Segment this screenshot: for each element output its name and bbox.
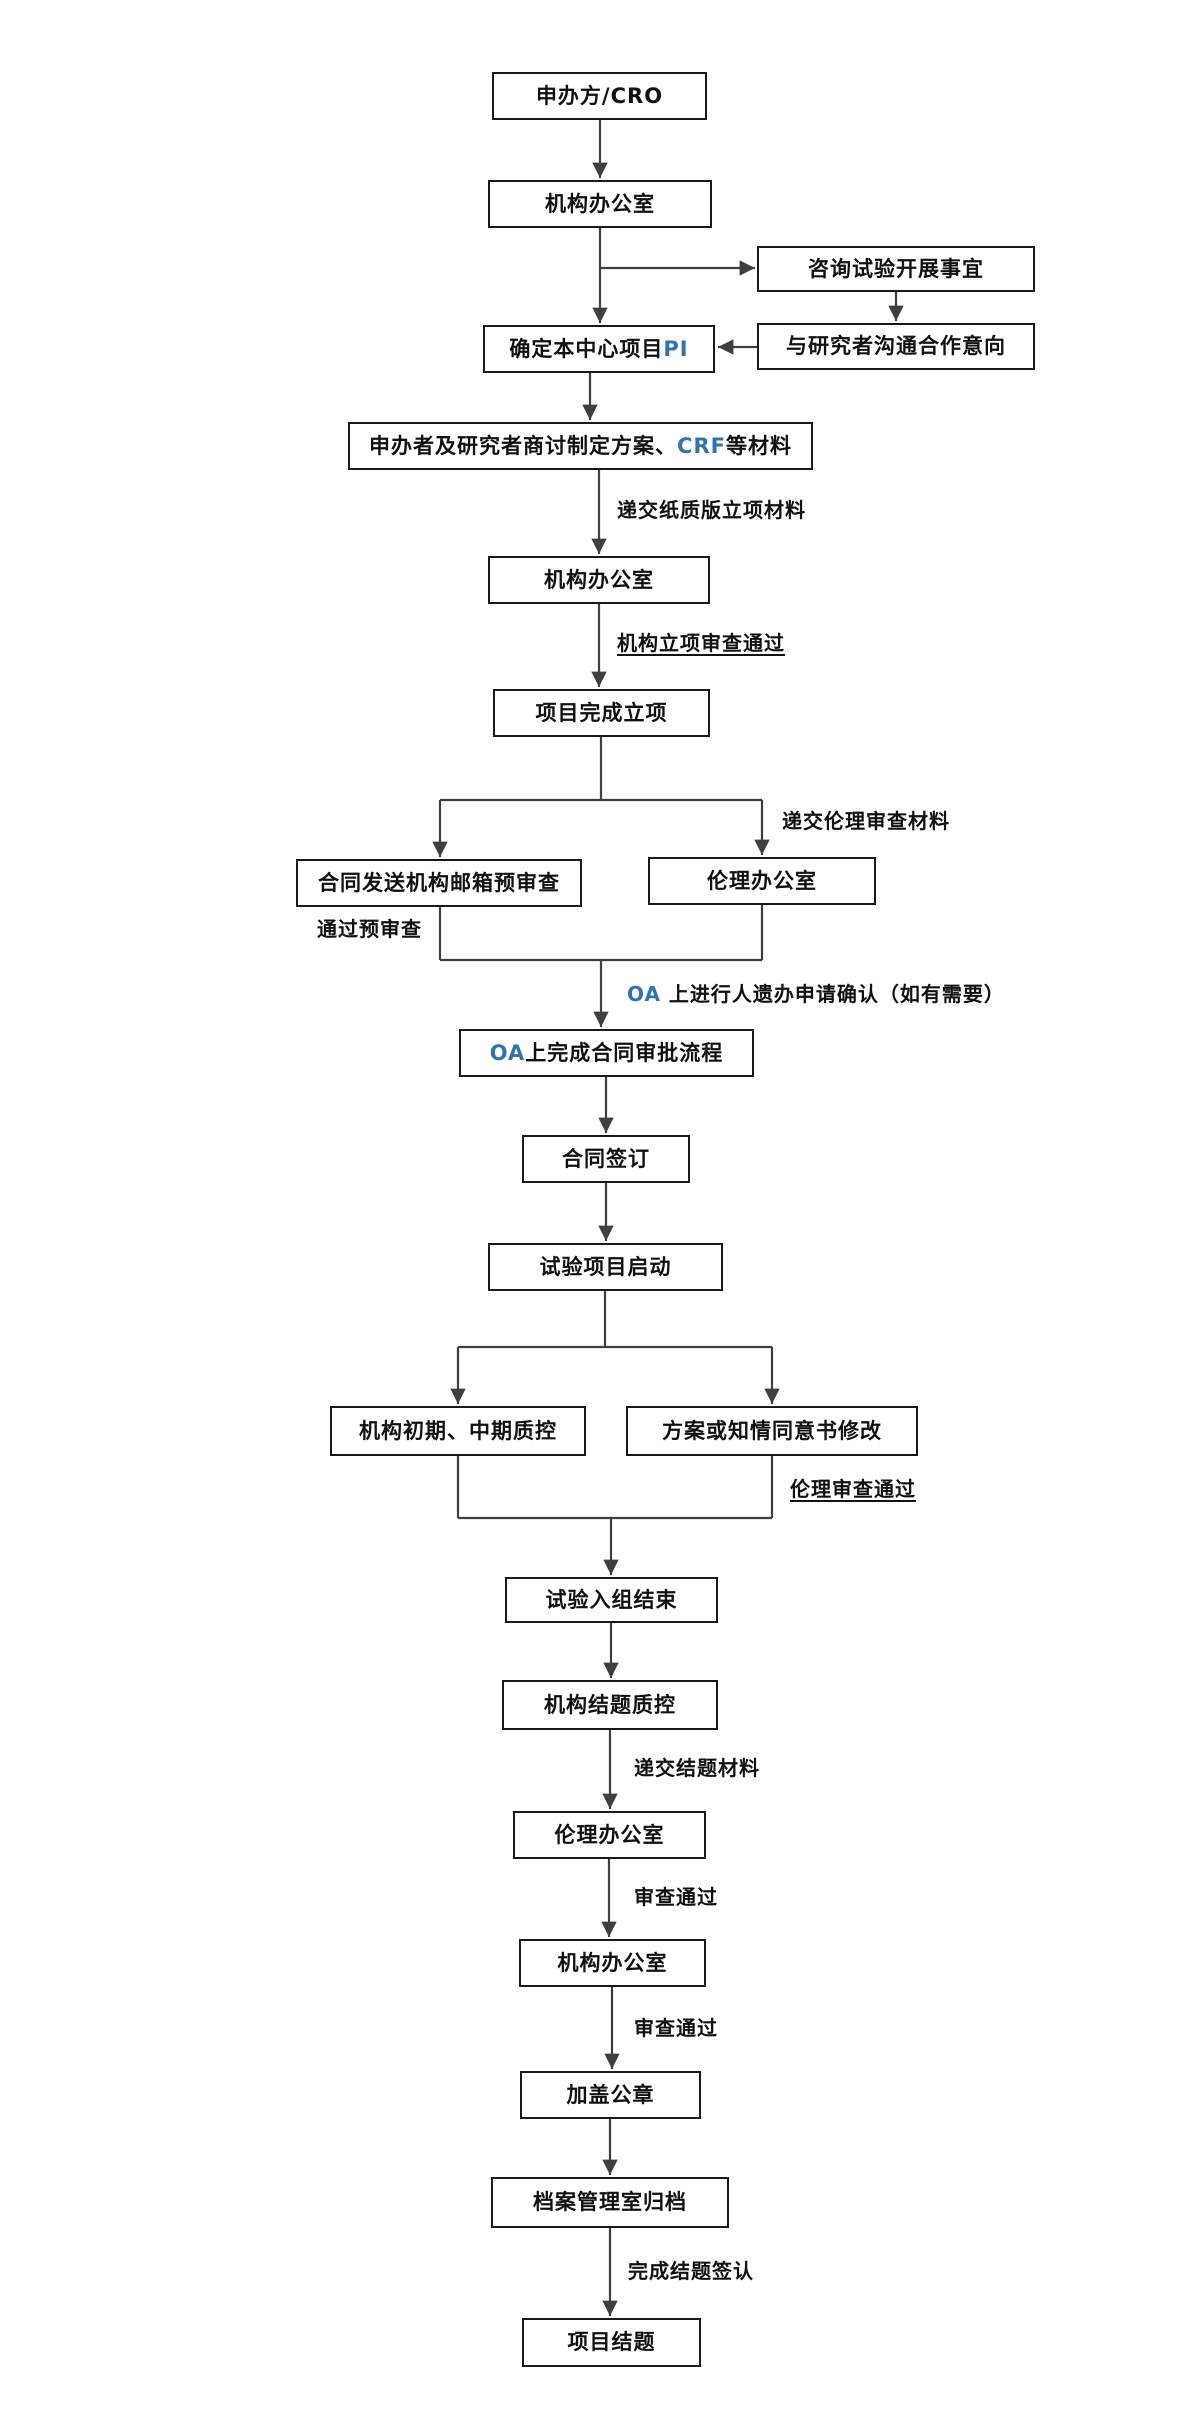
node-institution-office-1: 机构办公室 [488,180,712,228]
node-communicate-cooperation: 与研究者沟通合作意向 [757,323,1035,370]
node-text: 上完成合同审批流程 [525,1040,724,1065]
node-protocol-icf-amend: 方案或知情同意书修改 [626,1406,918,1456]
label-oa-hgr-confirmation: OA 上进行人遗办申请确认（如有需要） [627,981,1005,1007]
node-oa-contract-approval: OA 上完成合同审批流程 [459,1029,754,1077]
node-consult-trial-matters: 咨询试验开展事宜 [757,246,1035,292]
node-ethics-office-2: 伦理办公室 [513,1811,706,1859]
node-initial-mid-qc: 机构初期、中期质控 [330,1406,586,1456]
label-ethics-review-passed: 伦理审查通过 [790,1477,916,1501]
node-closeout-qc: 机构结题质控 [502,1680,718,1730]
node-project-close: 项目结题 [522,2318,701,2367]
node-project-filed: 项目完成立项 [493,689,710,737]
node-official-seal: 加盖公章 [520,2071,701,2119]
label-submit-ethics-review-materials: 递交伦理审查材料 [782,809,950,833]
node-sponsor-cro: 申办方/CRO [492,72,707,120]
label-precheck-passed: 通过预审查 [317,917,422,941]
node-trial-start: 试验项目启动 [488,1243,723,1291]
node-contract-sign: 合同签订 [522,1135,690,1183]
node-enrollment-end: 试验入组结束 [505,1577,718,1623]
label-closeout-sign-off-completed: 完成结题签认 [628,2259,754,2283]
node-text: 确定本中心项目 [509,336,664,361]
label-institution-filing-review-passed: 机构立项审查通过 [617,631,785,655]
label-text: 上进行人遗办申请确认（如有需要） [660,982,1005,1006]
label-review-passed-1: 审查通过 [634,1885,718,1909]
node-institution-office-2: 机构办公室 [488,556,710,604]
node-text: 等材料 [725,433,792,458]
node-archive-room: 档案管理室归档 [491,2177,729,2228]
label-submit-paper-filing-materials: 递交纸质版立项材料 [617,498,806,522]
node-contract-precheck: 合同发送机构邮箱预审查 [296,859,582,907]
oa-accent-text: OA [627,982,661,1006]
node-draft-protocol-crf: 申办者及研究者商讨制定方案、CRF 等材料 [348,422,813,470]
node-text: 申办者及研究者商讨制定方案、 [369,433,678,458]
node-determine-pi: 确定本中心项目 PI [483,325,715,373]
label-submit-closeout-materials: 递交结题材料 [634,1756,760,1780]
node-ethics-office-1: 伦理办公室 [648,857,876,905]
label-review-passed-2: 审查通过 [634,2016,718,2040]
connector-lines [432,120,904,2316]
oa-accent-text: OA [489,1040,526,1065]
pi-accent-text: PI [663,336,689,361]
crf-accent-text: CRF [677,433,726,458]
node-institution-office-3: 机构办公室 [519,1939,706,1987]
